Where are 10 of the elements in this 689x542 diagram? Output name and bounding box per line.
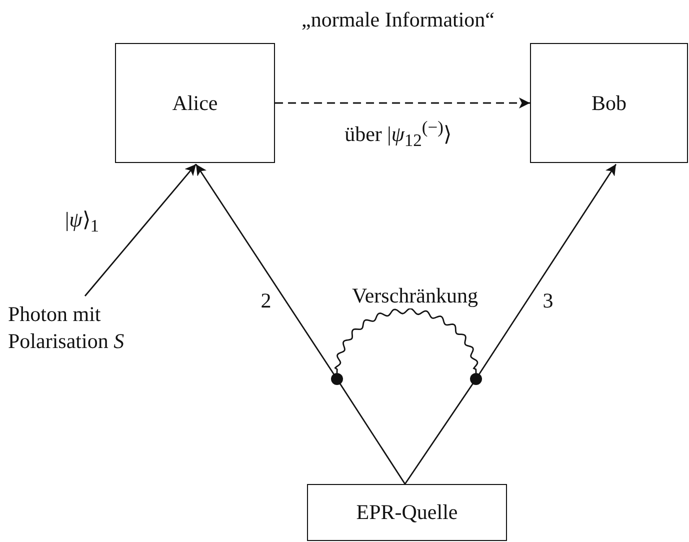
junction-dot [331,373,343,385]
process-box [115,43,275,163]
process-box [530,43,688,163]
box-label: Bob [591,90,626,116]
junction-dot [470,373,482,385]
photon-label: Photon mit Polarisation S [8,301,126,354]
box-label: EPR-Quelle [356,499,458,526]
process-box [307,484,507,541]
note-label: „normale Information“ [302,7,494,33]
box-label: Alice [172,90,218,116]
